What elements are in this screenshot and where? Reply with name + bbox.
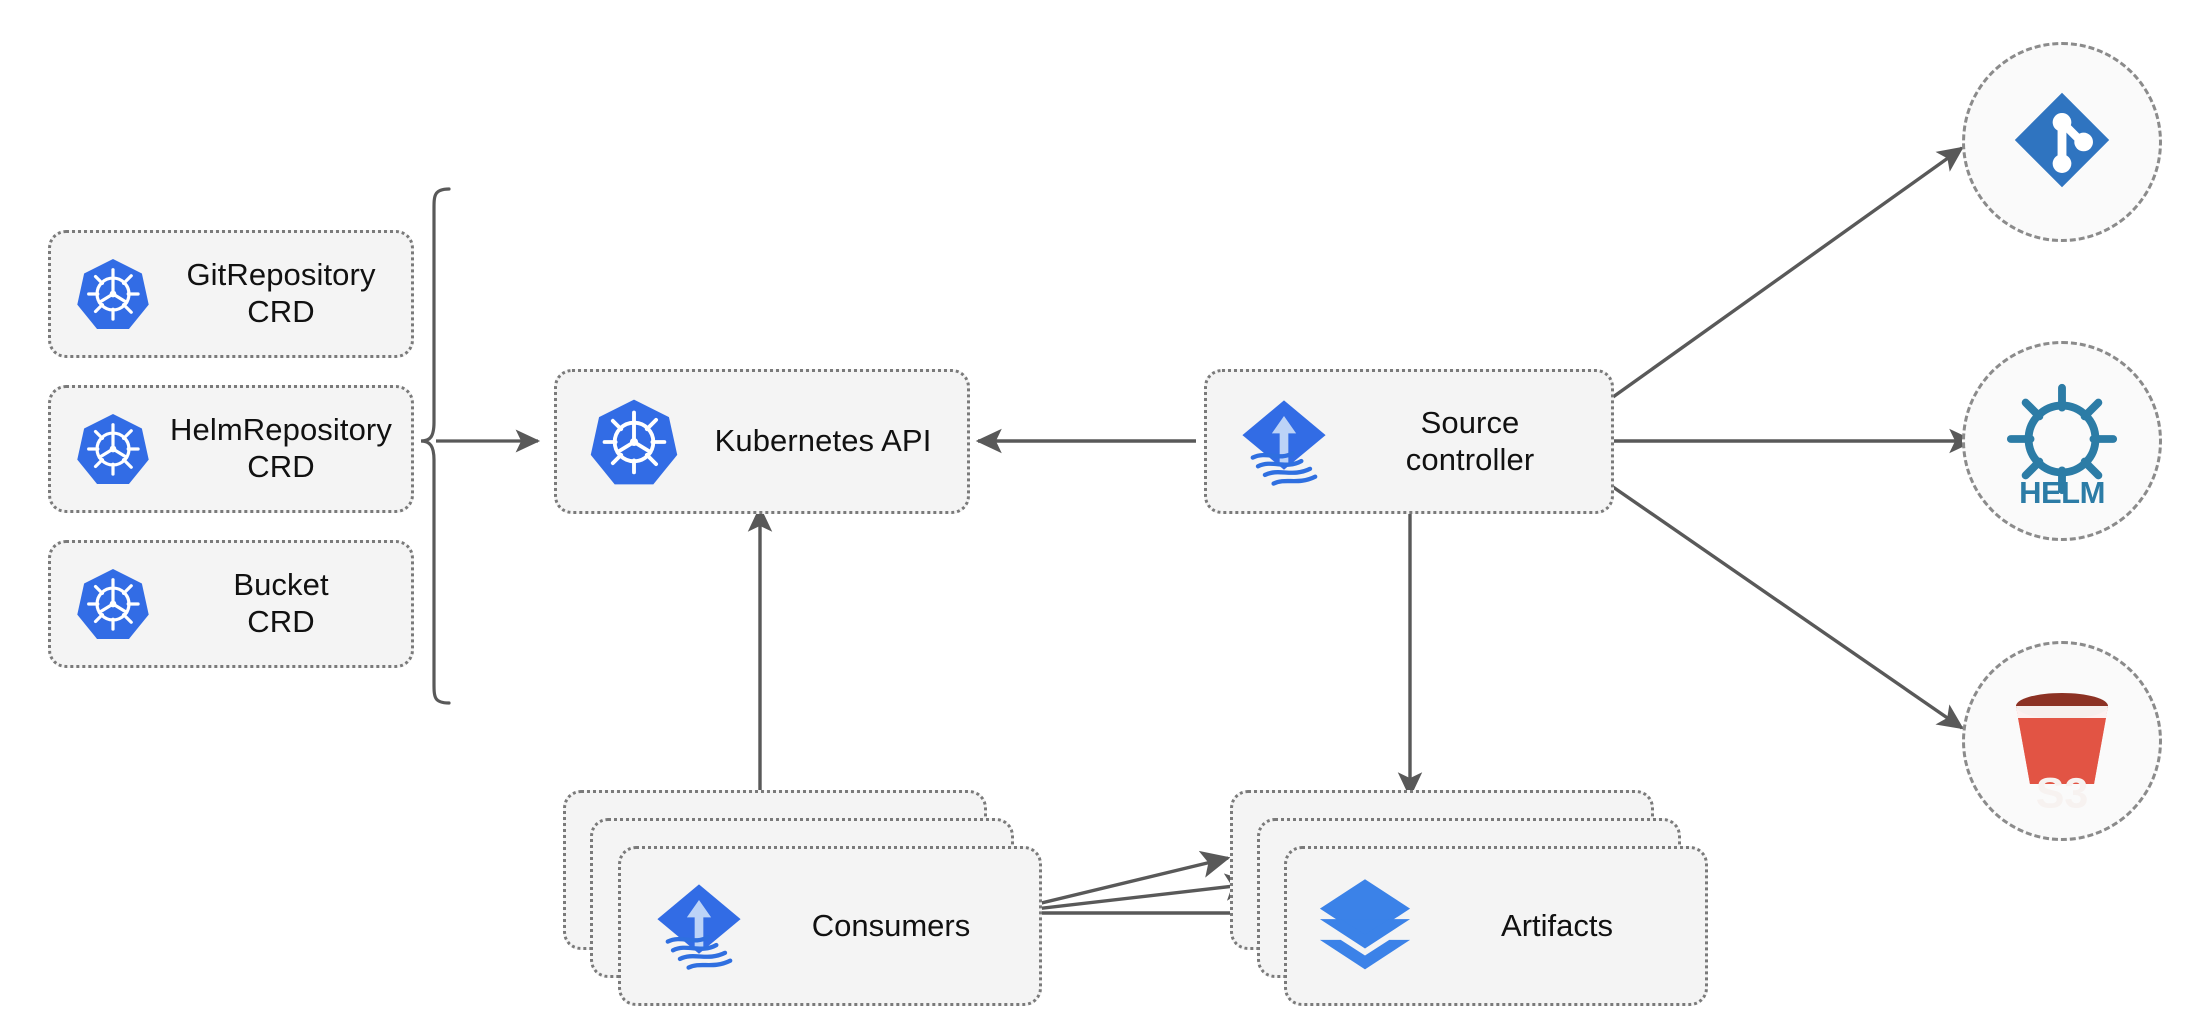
source-controller-label: Source controller	[1405, 404, 1535, 477]
git-icon	[2003, 81, 2121, 204]
consumers-label: Consumers	[811, 908, 971, 943]
kubernetes-icon	[65, 411, 161, 487]
crd-label: HelmRepository CRD	[170, 412, 392, 484]
s3-label: S3	[2035, 769, 2089, 818]
helm-icon: HELM	[2003, 380, 2121, 510]
source-controller-node[interactable]: Source controller	[1204, 369, 1614, 514]
s3-bucket-icon: S3	[2002, 680, 2122, 818]
edge-source-controller-to-git	[1612, 146, 1964, 399]
crd-label: GitRepository CRD	[186, 257, 376, 329]
crd-box-git-repository[interactable]: GitRepository CRD	[48, 230, 414, 358]
flux-icon	[1225, 390, 1343, 494]
artifacts-node[interactable]: Artifacts	[1284, 846, 1708, 1006]
crd-box-bucket[interactable]: Bucket CRD	[48, 540, 414, 668]
artifacts-label: Artifacts	[1501, 908, 1613, 943]
consumers-node[interactable]: Consumers	[618, 846, 1042, 1006]
kubernetes-api-label: Kubernetes API	[714, 423, 932, 459]
git-source-node[interactable]	[1962, 42, 2162, 242]
crd-group-bracket	[420, 187, 451, 705]
crd-label: Bucket CRD	[233, 567, 329, 639]
layers-icon	[1305, 874, 1425, 978]
edge-source-controller-to-s3	[1612, 485, 1964, 730]
crd-box-helm-repository[interactable]: HelmRepository CRD	[48, 385, 414, 513]
helm-source-node[interactable]: HELM	[1962, 341, 2162, 541]
s3-source-node[interactable]: S3	[1962, 641, 2162, 841]
kubernetes-api-node[interactable]: Kubernetes API	[554, 369, 970, 514]
flux-icon	[639, 874, 759, 978]
kubernetes-icon	[65, 256, 161, 332]
kubernetes-icon	[575, 396, 693, 488]
helm-label: HELM	[2019, 475, 2105, 510]
kubernetes-icon	[65, 566, 161, 642]
